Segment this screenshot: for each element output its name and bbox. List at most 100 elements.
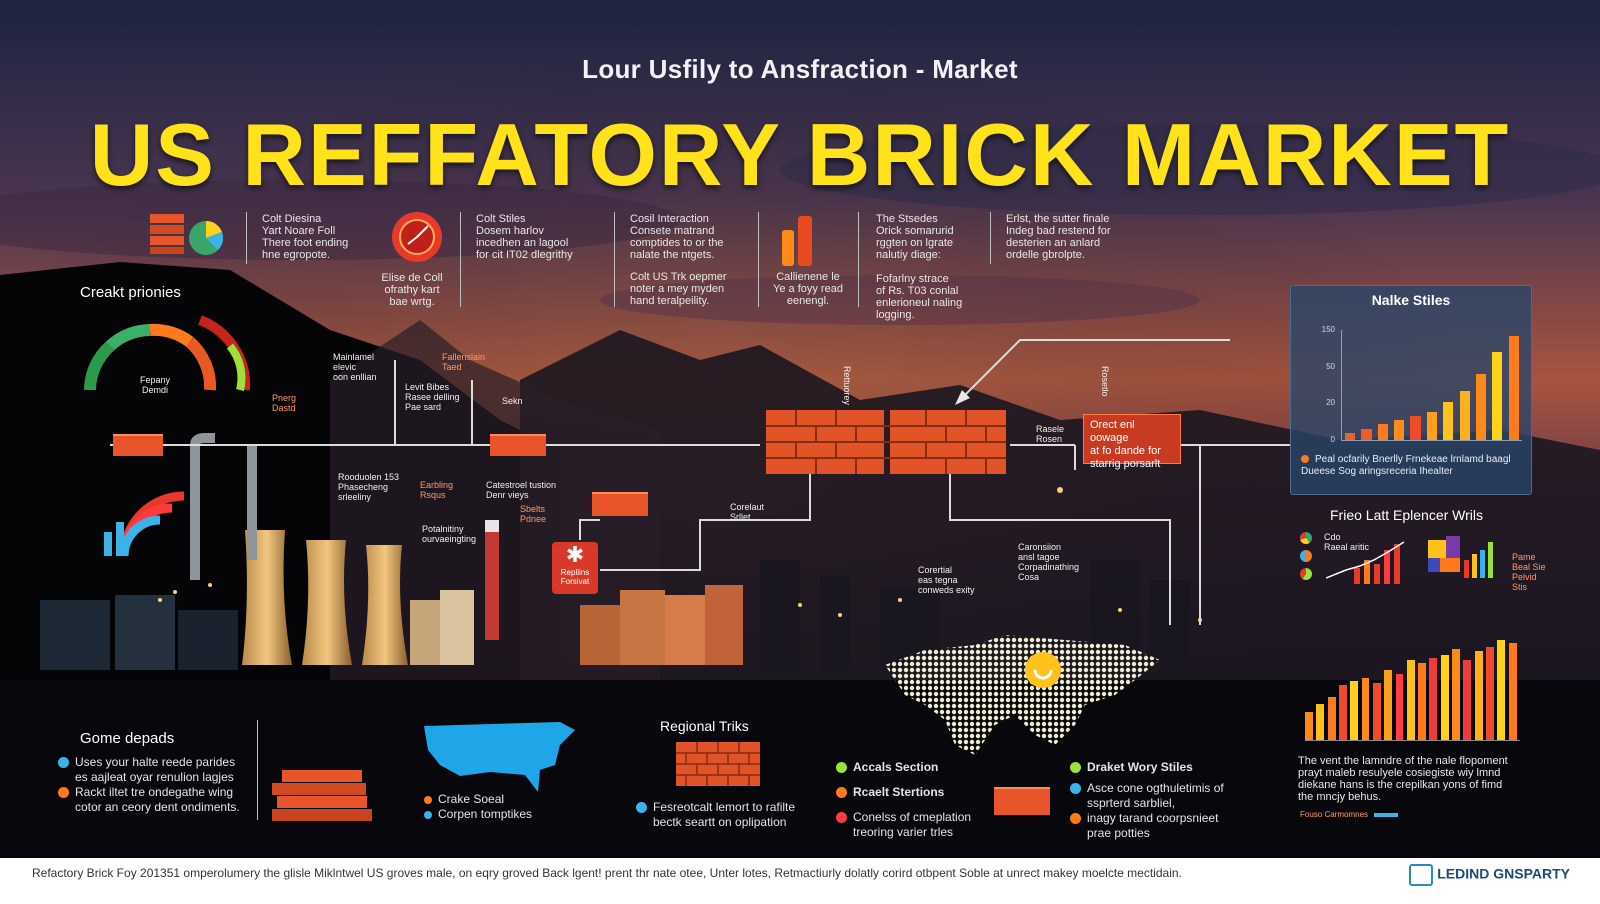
bottom-right-chart-bar <box>1497 640 1506 740</box>
legend-dot <box>836 812 847 823</box>
pie-chart-icon <box>189 220 224 255</box>
signal-icon <box>104 491 185 557</box>
list-item: Rcaelt Stertions <box>836 785 986 800</box>
right-chart-bar <box>1410 415 1421 440</box>
mid-right-title: Frieo Latt Eplencer Wrils <box>1330 507 1484 523</box>
list-item: inagy tarand coorpsnieet prae potties <box>1070 811 1240 841</box>
bottom-right-chart-bar <box>1395 674 1404 740</box>
brick-block <box>592 492 648 516</box>
brand-logo: LEDIND GNSPARTY <box>1409 864 1570 886</box>
diagram-tag: Rettuorey <box>842 366 852 406</box>
process-icon-box: ✱ Repliins Forsivat <box>552 542 598 594</box>
divider <box>246 212 247 264</box>
list-item: Uses your halte reede parides es aajleat… <box>58 755 248 785</box>
right-chart-bar <box>1377 423 1388 440</box>
page-title: US REFFATORY BRICK MARKET <box>89 105 1511 204</box>
bottom-right-chart-bar <box>1338 685 1347 740</box>
right-chart-tick: 20 <box>1326 398 1335 408</box>
right-chart-tick: 150 <box>1321 325 1335 334</box>
regional-item: Fesreotcalt lemort to rafilte bectk sear… <box>636 800 806 830</box>
bottom-right-chart-bar <box>1474 651 1483 740</box>
gauge-panel-title: Creakt prionies <box>80 284 181 301</box>
right-chart-title: Nalke Stiles <box>1371 292 1451 308</box>
cylinders-icon <box>782 216 812 266</box>
bottom-right-chart-bar <box>1406 660 1415 740</box>
list-item: Corpen tomptikes <box>424 807 532 822</box>
bottom-right-chart-bar <box>1429 658 1438 740</box>
legend-dot <box>836 787 847 799</box>
brick-wall <box>766 410 1006 474</box>
footer-bar <box>0 858 1600 904</box>
right-chart-bar <box>1459 390 1470 440</box>
list-item: Crake Soeal <box>424 792 532 807</box>
divider <box>460 212 461 307</box>
bottom-right-caption: The vent the lamndre of the nale flopome… <box>1298 755 1508 803</box>
regional-title: Regional Triks <box>660 718 749 734</box>
divider <box>990 212 991 264</box>
legend-dot <box>636 802 647 813</box>
legend-dot <box>424 810 432 819</box>
list-item: Draket Wory Stiles <box>1070 760 1240 775</box>
map-legend: Crake Soeal Corpen tomptikes <box>424 792 532 822</box>
brick-block <box>994 787 1050 815</box>
regional-brick-wall <box>676 742 760 786</box>
list-item: Rackt iltet tre ondegathe wing cotor an … <box>58 785 248 815</box>
legend-dot <box>1070 813 1081 824</box>
right-chart-bar <box>1508 336 1519 440</box>
legend-swatch <box>1374 812 1399 817</box>
legend-dot <box>836 762 847 774</box>
bottom-right-chart-bar <box>1452 649 1460 740</box>
bottom-right-chart-bar <box>1440 654 1449 740</box>
right-legend: Draket Wory Stiles Asce cone ogthuletimi… <box>1070 760 1240 841</box>
diagram-tag: Rosetlo <box>1100 366 1110 397</box>
right-chart-tick: 0 <box>1330 435 1335 444</box>
legend-dot <box>1301 455 1309 464</box>
brick-block <box>490 434 546 456</box>
center-legend: Accals Section Rcaelt Stertions Conelss … <box>836 760 986 840</box>
brick-block <box>113 434 163 456</box>
target-dial-icon <box>392 212 442 262</box>
brick-pile <box>272 770 372 821</box>
bottom-right-chart-bar <box>1361 677 1370 740</box>
bottom-left-title: Gome depads <box>80 730 175 747</box>
right-chart-bar <box>1426 411 1437 440</box>
list-item: Accals Section <box>836 760 986 775</box>
bottom-right-chart-bar <box>1508 643 1517 740</box>
right-chart-bar <box>1443 401 1454 440</box>
us-map <box>424 722 575 792</box>
right-chart-caption: Peal ocfarily Bnerlly Frnekeae lrnlamd b… <box>1301 454 1511 477</box>
bottom-right-chart-bar <box>1305 711 1313 740</box>
logo-icon <box>1409 864 1434 886</box>
legend-dot <box>1070 762 1081 774</box>
bottom-right-chart-bar <box>1418 662 1427 740</box>
divider <box>257 720 258 820</box>
divider <box>758 212 759 307</box>
right-chart-plot <box>1341 330 1522 441</box>
world-map <box>885 635 1160 755</box>
bottom-right-chart-bar <box>1316 703 1325 740</box>
divider <box>858 212 859 307</box>
right-chart-bar <box>1345 433 1356 440</box>
